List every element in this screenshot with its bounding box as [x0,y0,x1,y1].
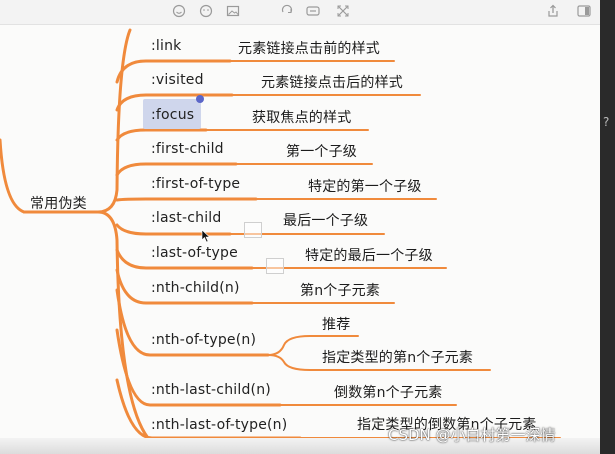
desc-first-of-type[interactable]: 特定的第一个子级 [308,179,422,195]
branch-link [115,59,232,84]
link-box-icon[interactable] [306,4,320,18]
desc-nth-last-of-type[interactable]: 指定类型的倒数第n个子元素 [357,417,537,433]
desc-last-of-type[interactable]: 特定的最后一个子级 [305,248,433,264]
node-link[interactable]: :link [151,38,182,54]
selection-dot [196,95,204,103]
desc-focus[interactable]: 获取焦点的样式 [252,110,352,126]
desc-recommend[interactable]: 推荐 [322,317,351,333]
bottom-edge [0,438,600,454]
branch-visited [115,93,234,112]
share-icon[interactable] [546,4,560,18]
desc-last-child[interactable]: 最后一个子级 [283,213,369,229]
branch-trunk-up [96,28,132,214]
node-nth-last-child[interactable]: :nth-last-child(n) [151,382,271,398]
expand-icon[interactable] [336,4,350,18]
desc-link[interactable]: 元素链接点击前的样式 [238,41,380,57]
branch-first-of-type [115,197,258,202]
branch-nth-child [115,268,254,305]
node-focus[interactable]: :focus [151,107,195,123]
node-visited[interactable]: :visited [151,72,204,88]
sidebar-icon[interactable] [577,4,591,18]
image-icon[interactable] [226,4,240,18]
node-first-child[interactable]: :first-child [151,141,224,157]
parent-branch [0,138,26,214]
focus-highlight [143,99,201,129]
desc-visited[interactable]: 元素链接点击后的样式 [261,75,403,91]
node-nth-of-type[interactable]: :nth-of-type(n) [151,332,257,348]
branch-focus [115,128,208,142]
selection-handle[interactable] [244,222,262,238]
csdn-watermark: CSDN @小白村第一深情 [388,426,556,444]
desc-nth-last-child[interactable]: 倒数第n个子元素 [334,385,443,401]
node-last-child[interactable]: :last-child [151,210,222,226]
branch-first-child [115,162,238,177]
leaf-line-recommend [267,335,359,356]
emoji-icon[interactable] [199,4,213,18]
branch-nth-of-type [115,288,270,357]
node-last-of-type[interactable]: :last-of-type [151,245,238,261]
branch-last-of-type [115,248,254,270]
right-edge-panel: ? [600,0,615,454]
selection-handle[interactable] [266,258,284,274]
mouse-cursor-icon [201,229,211,243]
branch-nth-last-child [115,328,282,407]
branch-last-child [115,223,232,236]
node-nth-child[interactable]: :nth-child(n) [151,280,240,296]
mindmap-branches [0,28,561,440]
branch-nth-last-of-type [115,378,302,440]
desc-nth-of-type[interactable]: 指定类型的第n个子元素 [322,350,474,366]
leaf-line-nth-type [267,354,491,371]
root-node[interactable]: 常用伪类 [30,196,87,212]
node-nth-last-of-type[interactable]: :nth-last-of-type(n) [151,417,288,433]
top-toolbar [0,0,600,25]
node-first-of-type[interactable]: :first-of-type [151,176,241,192]
undo-icon[interactable] [280,4,294,18]
desc-first-child[interactable]: 第一个子级 [286,144,357,160]
mindmap-canvas: 常用伪类 :link 元素链接点击前的样式 :visited 元素链接点击后的样… [0,0,600,454]
desc-nth-child[interactable]: 第n个子元素 [300,283,381,299]
smiley-icon[interactable] [172,4,186,18]
help-icon: ? [603,115,610,129]
